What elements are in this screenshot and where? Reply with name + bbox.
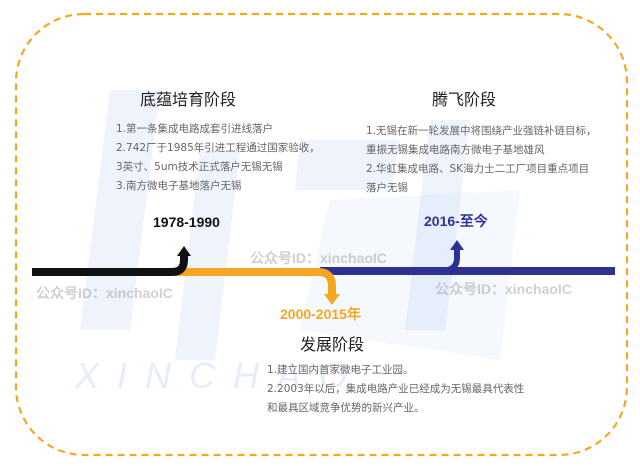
account-watermark: 公众号ID：xinchaoIC <box>36 285 173 301</box>
bullet: 3.南方微电子基地落户无锡 <box>116 180 242 192</box>
bullet: 和最具区域竞争优势的新兴产业。 <box>267 402 425 414</box>
bullet: 1.无锡在新一轮发展中将围绕产业强链补链目标， <box>366 125 597 137</box>
stage-bullets: 1.建立国内首家微电子工业园。 2.2003年以后，集成电路产业已经成为无锡最具… <box>267 361 524 418</box>
arrow-up-2016 <box>439 248 460 274</box>
timeline-segment-black <box>32 254 188 276</box>
brand-watermark: XINCHAO <box>75 355 366 396</box>
stage-bullets: 1.无锡在新一轮发展中将围绕产业强链补链目标， 重振无锡集成电路南方微电子基地雄… <box>366 122 597 198</box>
period-label: 2000-2015年 <box>280 306 361 322</box>
bullet: 落户无锡 <box>366 182 408 194</box>
bullet: 2.华虹集成电路、SK海力士二工厂项目重点项目 <box>366 163 590 175</box>
stage-title: 底蕴培育阶段 <box>140 90 237 109</box>
bullet: 重振无锡集成电路南方微电子基地雄风 <box>366 144 545 156</box>
stage-bullets: 1.第一条集成电路成套引进线落户 2.742厂于1985年引进工程通过国家验收，… <box>116 120 320 196</box>
stage-title: 发展阶段 <box>300 335 365 354</box>
arrow-up-1978 <box>177 246 191 256</box>
account-watermark: 公众号ID：xinchaoIC <box>435 281 572 297</box>
bullet: 3英寸、5um技术正式落户无锡无锡 <box>116 161 283 173</box>
period-label: 2016-至今 <box>424 213 488 229</box>
bullet: 2.2003年以后，集成电路产业已经成为无锡最具代表性 <box>267 383 525 395</box>
stage-title: 腾飞阶段 <box>432 90 497 109</box>
dashed-border <box>14 12 629 457</box>
bullet: 1.建立国内首家微电子工业园。 <box>267 364 414 376</box>
timeline-segment-orange <box>175 268 336 296</box>
arrow-up-2016-head <box>450 240 464 250</box>
account-watermark: 公众号ID：xinchaoIC <box>250 250 387 266</box>
bullet: 2.742厂于1985年引进工程通过国家验收， <box>116 142 320 154</box>
bullet: 1.第一条集成电路成套引进线落户 <box>116 123 274 135</box>
period-label: 1978-1990 <box>153 214 220 230</box>
arrow-down-2000 <box>324 294 340 305</box>
